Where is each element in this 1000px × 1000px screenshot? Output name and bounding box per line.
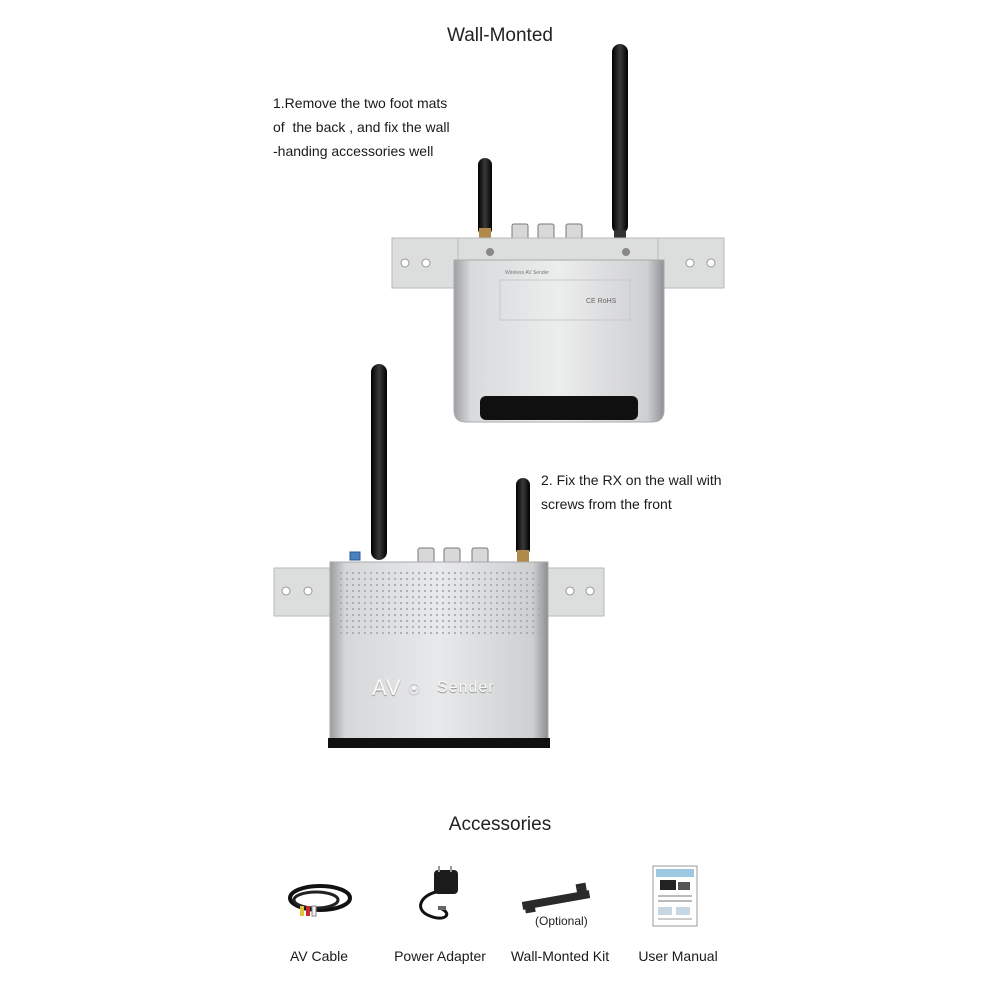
- wall-bracket: [391, 237, 725, 289]
- accessory-label-av-cable: AV Cable: [289, 948, 349, 964]
- accessories-title: Accessories: [448, 814, 552, 835]
- power-adapter-icon: [419, 866, 458, 920]
- antenna-left: [478, 158, 492, 240]
- antenna-right: [612, 44, 628, 240]
- av-cable-icon: [288, 884, 352, 917]
- device-back-view: [391, 44, 725, 423]
- device-body-back: [453, 259, 665, 423]
- device-model-sender: Sender: [437, 679, 495, 696]
- antenna-small: [516, 478, 530, 562]
- device-front-view: [273, 364, 605, 748]
- accessory-label-user-manual: User Manual: [638, 948, 718, 964]
- device-brand-av: AV: [372, 675, 402, 700]
- accessory-label-wall-kit: Wall-Monted Kit: [510, 948, 610, 964]
- rca-connectors: [511, 223, 583, 241]
- wall-kit-optional-note: (Optional): [535, 914, 588, 928]
- wall-kit-icon: [521, 882, 591, 914]
- wireless-icon: ⦿: [408, 682, 421, 696]
- device-back-cert: CE RoHS: [586, 298, 617, 305]
- accessory-label-power-adapter: Power Adapter: [394, 948, 486, 964]
- step-2-instruction: 2. Fix the RX on the wall with screws fr…: [541, 472, 722, 512]
- device-body-front: [328, 561, 550, 748]
- user-manual-icon: [652, 865, 698, 927]
- wall-bracket-front: [273, 567, 605, 617]
- page-title: Wall-Monted: [447, 25, 553, 46]
- rca-connectors-front: [349, 547, 489, 565]
- device-back-label: Wireless AV Sender: [505, 270, 550, 276]
- antenna-large: [371, 364, 387, 560]
- step-1-instruction: 1.Remove the two foot mats of the back ,…: [273, 95, 450, 159]
